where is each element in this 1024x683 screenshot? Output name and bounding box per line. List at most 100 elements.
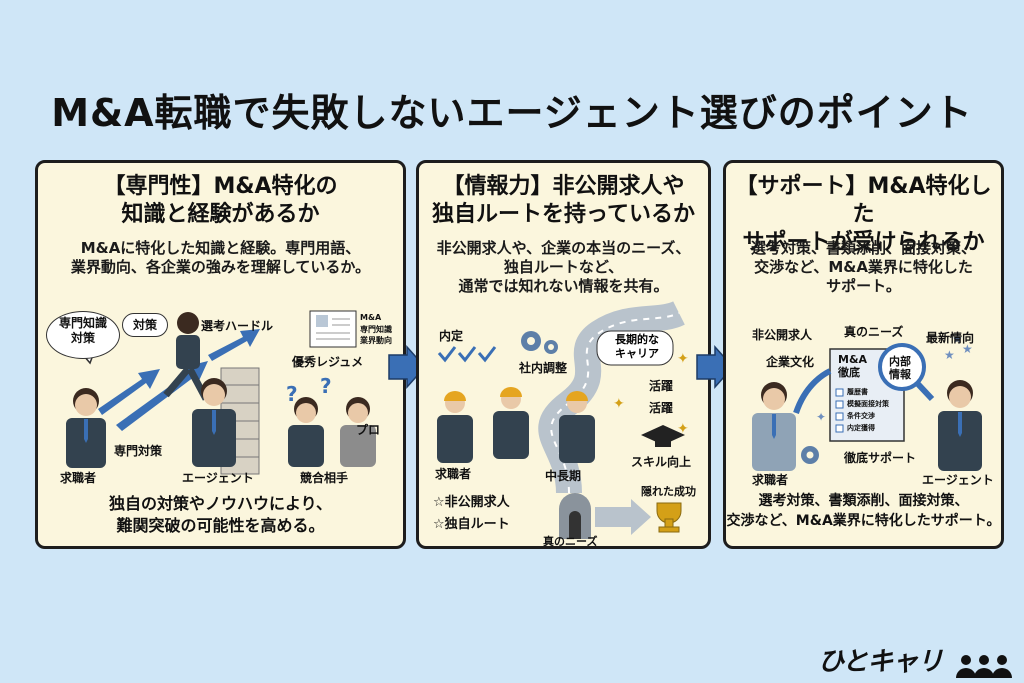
desc-line: 通常では知れない情報を共有。	[458, 277, 669, 295]
svg-text:★: ★	[944, 348, 955, 362]
check-item: 条件交渉	[847, 412, 875, 420]
checkbox-icon	[835, 388, 844, 433]
naibu-line: 内部	[889, 355, 911, 368]
jobseeker-label: 求職者	[752, 473, 789, 487]
check-item: 履歴書	[847, 388, 868, 396]
competitor-label: 競合相手	[300, 471, 349, 485]
hurdle-label: 選考ハードル	[201, 319, 274, 333]
svg-text:✦: ✦	[613, 396, 625, 412]
resume-label: 優秀レジュメ	[292, 355, 364, 369]
svg-text:?: ?	[320, 374, 332, 398]
agent-figure	[938, 380, 982, 471]
door-icon	[559, 493, 591, 539]
panel-description: 非公開求人や、企業の本当のニーズ、 独自ルートなど、 通常では知れない情報を共有…	[419, 239, 708, 296]
svg-text:?: ?	[286, 382, 298, 406]
panel-footer: 独自の対策やノウハウにより、 難関突破の可能性を高める。	[38, 493, 403, 537]
jobseeker-figure	[752, 382, 796, 471]
board-line: 徹底	[838, 366, 860, 379]
people-icon	[956, 654, 1013, 678]
support-illustration: ★★★✦	[752, 332, 982, 471]
agent-figure	[192, 378, 236, 467]
desc-line: M&Aに特化した知識と経験。専門用語、	[80, 239, 361, 257]
jobseeker-figure	[66, 388, 106, 468]
naibu-label: 内部 情報	[889, 355, 911, 381]
midlong-label: 中長期	[545, 469, 582, 483]
footer-line: 選考対策、書類添削、面接対策、	[758, 493, 969, 509]
dokuji-text: 独自ルート	[444, 517, 510, 532]
sparkle-icon: ★★★✦	[816, 332, 973, 424]
competitor-figure	[288, 397, 376, 467]
panel-title-line: 独自ルートを持っているか	[432, 202, 695, 227]
true-needs-label: 真のニーズ	[844, 325, 904, 339]
bubble-line: 専門知識	[58, 316, 107, 330]
panel-title-line: 【サポート】M&A特化した	[735, 174, 992, 227]
doc-label-ma: M&A	[360, 313, 382, 322]
hikokai-label: ☆非公開求人	[433, 495, 510, 510]
latest-label: 最新情向	[926, 331, 975, 345]
bubble-line: 長期的な	[615, 333, 659, 346]
trophy-icon	[656, 502, 682, 533]
board-line: M&A	[838, 353, 868, 366]
katsuyaku-label-2: 活躍	[649, 401, 674, 415]
board-title: M&A 徹底	[838, 353, 867, 379]
svg-text:★: ★	[962, 342, 973, 356]
senmon-taisaku-label: 専門対策	[114, 444, 163, 458]
logo-text: ひとキャリ	[818, 647, 943, 677]
desc-line: 業界動向、各企業の強みを理解しているか。	[70, 258, 371, 276]
expertise-illustration: ??	[66, 310, 376, 475]
career-bubble: 長期的な キャリア	[605, 333, 669, 361]
desc-line: 独自ルートなど、	[503, 258, 624, 276]
graduation-cap-icon	[641, 425, 685, 447]
checkmark-icon	[437, 346, 497, 363]
doc-label-knowledge: 専門知識	[360, 325, 392, 334]
resume-document-icon	[309, 310, 357, 348]
panel-description: M&Aに特化した知識と経験。専門用語、 業界動向、各企業の強みを理解しているか。	[38, 239, 403, 277]
panel-title: 【情報力】非公開求人や 独自ルートを持っているか	[419, 173, 708, 229]
svg-text:★: ★	[952, 332, 963, 346]
desc-line: 非公開求人や、企業の本当のニーズ、	[436, 239, 691, 257]
desc-line: 交渉など、M&A業界に特化した	[754, 258, 973, 276]
success-arrow	[595, 499, 651, 535]
hidden-success-label: 隠れた成功	[641, 485, 696, 498]
hikokai-text: 非公開求人	[444, 495, 510, 510]
naitei-label: 内定	[439, 329, 464, 343]
footer-line: 難関突破の可能性を高める。	[116, 516, 325, 535]
climbing-person	[163, 312, 210, 401]
panel-title-line: 知識と経験があるか	[121, 202, 320, 227]
panel-title: 【サポート】M&A特化した サポートが受けられるか	[726, 173, 1001, 257]
desc-line: サポート。	[826, 277, 901, 295]
bubble-line: 対策	[70, 331, 95, 345]
panel-expertise: 【専門性】M&A特化の 知識と経験があるか M&Aに特化した知識と経験。専門用語…	[35, 160, 406, 549]
katsuyaku-label: 活躍	[649, 379, 674, 393]
footer-line: 交渉など、M&A業界に特化したサポート。	[726, 513, 1001, 529]
bubble-line: キャリア	[615, 347, 659, 360]
upward-arrow	[98, 329, 260, 431]
culture-label: 企業文化	[766, 355, 815, 369]
brand-logo: ひとキャリ	[818, 641, 1013, 678]
gear-icon	[521, 331, 558, 354]
check-item: 内定獲得	[847, 424, 875, 432]
gear-icon	[801, 446, 819, 464]
panel-footer: 選考対策、書類添削、面接対策、 交渉など、M&A業界に特化したサポート。	[726, 491, 1001, 531]
hikokai-label: 非公開求人	[752, 328, 813, 342]
footer-line: 独自の対策やノウハウにより、	[108, 494, 333, 513]
panel-description: 選考対策、書類添削、面接対策、 交渉など、M&A業界に特化した サポート。	[726, 239, 1001, 296]
desc-line: 選考対策、書類添削、面接対策、	[750, 239, 976, 257]
panel-support: 【サポート】M&A特化した サポートが受けられるか 選考対策、書類添削、面接対策…	[723, 160, 1004, 549]
panel-title-line: サポートが受けられるか	[742, 230, 985, 255]
jobseeker-label: 求職者	[60, 471, 97, 485]
taisaku-bubble: 対策	[122, 313, 168, 337]
svg-text:✦: ✦	[677, 421, 689, 437]
magnifier-icon	[878, 343, 935, 402]
check-item: 模擬面接対策	[847, 400, 889, 408]
svg-text:✦: ✦	[816, 410, 826, 424]
panel-title: 【専門性】M&A特化の 知識と経験があるか	[38, 173, 403, 229]
panel-title-line: 【専門性】M&A特化の	[103, 174, 338, 199]
page-title: M&A転職で失敗しないエージェント選びのポイント	[51, 91, 973, 135]
true-needs-label: 真のニーズ	[543, 535, 598, 548]
svg-text:✦: ✦	[677, 351, 689, 367]
worker-figure	[437, 387, 595, 463]
expert-knowledge-bubble: 専門知識 対策	[46, 311, 120, 359]
pro-label: プロ	[356, 423, 381, 437]
skill-label: スキル向上	[631, 455, 692, 469]
